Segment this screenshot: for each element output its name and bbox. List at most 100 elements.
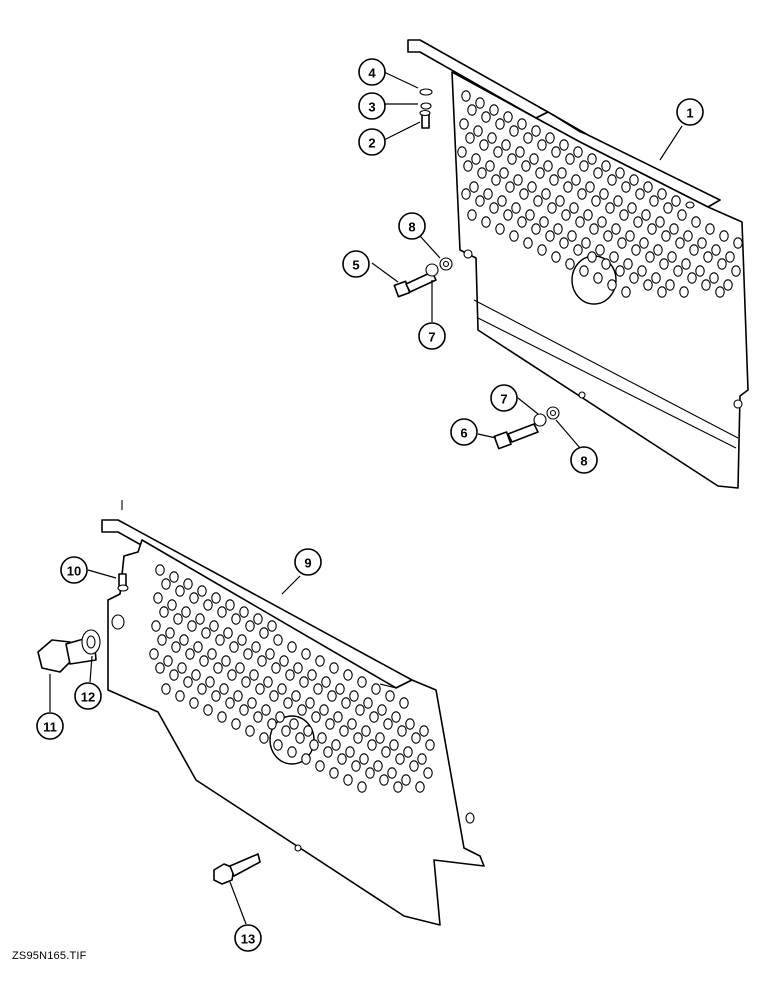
perforation-hole	[315, 655, 325, 667]
perforation-hole	[605, 202, 615, 214]
perforation-hole	[517, 118, 527, 130]
perforation-hole	[207, 648, 217, 660]
perforation-hole	[675, 237, 685, 249]
perforation-hole	[601, 160, 611, 172]
svg-text:5: 5	[352, 258, 359, 273]
perforation-hole	[645, 251, 655, 263]
perforation-hole	[703, 251, 713, 263]
perforation-hole	[399, 697, 409, 709]
perforation-hole	[335, 683, 345, 695]
perforation-hole	[157, 634, 167, 646]
perforation-hole	[351, 760, 361, 772]
perforation-hole	[521, 160, 531, 172]
perforation-hole	[379, 774, 389, 786]
perforation-hole	[245, 725, 255, 737]
perforation-hole	[565, 153, 575, 165]
perforation-hole	[723, 279, 733, 291]
perforation-hole	[239, 606, 249, 618]
perforation-hole	[201, 627, 211, 639]
perforation-hole	[337, 753, 347, 765]
perforation-hole	[677, 209, 687, 221]
perforation-hole	[291, 690, 301, 702]
perforation-hole	[241, 676, 251, 688]
perforation-hole	[523, 237, 533, 249]
perforation-hole	[495, 118, 505, 130]
perforation-hole	[589, 223, 599, 235]
perforation-hole	[599, 188, 609, 200]
perforation-hole	[583, 209, 593, 221]
perforation-hole	[269, 690, 279, 702]
perforation-hole	[469, 181, 479, 193]
perforation-hole	[295, 732, 305, 744]
perforation-hole	[149, 648, 159, 660]
perforation-hole	[579, 160, 589, 172]
perforation-hole	[167, 599, 177, 611]
perforation-hole	[257, 655, 267, 667]
perforation-hole	[211, 592, 221, 604]
perforation-hole	[259, 732, 269, 744]
perforation-hole	[551, 146, 561, 158]
perforation-hole	[161, 683, 171, 695]
perforation-hole	[343, 774, 353, 786]
callout-7-lower: 7	[490, 384, 518, 412]
perforation-hole	[461, 90, 471, 102]
perforation-hole	[549, 174, 559, 186]
svg-text:3: 3	[368, 100, 375, 115]
perforation-hole	[285, 669, 295, 681]
perforation-hole	[679, 286, 689, 298]
perforation-hole	[511, 202, 521, 214]
perforation-hole	[279, 655, 289, 667]
perforation-hole	[639, 237, 649, 249]
perforation-hole	[195, 613, 205, 625]
perforation-hole	[585, 181, 595, 193]
perforation-hole	[701, 279, 711, 291]
svg-text:8: 8	[408, 220, 415, 235]
perforation-hole	[459, 118, 469, 130]
svg-text:6: 6	[460, 426, 467, 441]
perforation-hole	[507, 153, 517, 165]
perforation-hole	[235, 662, 245, 674]
perforation-hole	[481, 111, 491, 123]
perforation-hole	[629, 174, 639, 186]
perforation-hole	[415, 781, 425, 793]
perforation-hole	[551, 251, 561, 263]
perforation-hole	[317, 732, 327, 744]
upper-shield-panel	[407, 39, 749, 489]
perforation-hole	[233, 690, 243, 702]
svg-text:9: 9	[304, 556, 311, 571]
perforation-hole	[457, 146, 467, 158]
perforation-hole	[635, 188, 645, 200]
perforation-hole	[387, 767, 397, 779]
perforation-hole	[465, 132, 475, 144]
perforation-hole	[303, 725, 313, 737]
perforation-hole	[621, 181, 631, 193]
perforation-hole	[565, 258, 575, 270]
perforation-hole	[357, 676, 367, 688]
perforation-hole	[619, 209, 629, 221]
perforation-hole	[395, 753, 405, 765]
perforation-hole	[595, 244, 605, 256]
perforation-hole	[163, 655, 173, 667]
perforation-hole	[575, 216, 585, 228]
perforation-hole	[667, 251, 677, 263]
perforation-hole	[369, 711, 379, 723]
perforation-hole	[331, 739, 341, 751]
perforation-hole	[607, 174, 617, 186]
perforation-hole	[225, 697, 235, 709]
upper-shield-perforations	[457, 90, 743, 298]
perforation-hole	[225, 599, 235, 611]
perforation-hole	[305, 697, 315, 709]
perforation-hole	[475, 195, 485, 207]
perforation-hole	[313, 683, 323, 695]
perforation-hole	[527, 181, 537, 193]
perforation-hole	[559, 237, 569, 249]
perforation-hole	[491, 174, 501, 186]
svg-text:8: 8	[580, 454, 587, 469]
perforation-hole	[321, 676, 331, 688]
perforation-hole	[673, 265, 683, 277]
callout-10: 10	[60, 556, 88, 584]
callout-2: 2	[358, 128, 386, 156]
perforation-hole	[715, 286, 725, 298]
perforation-hole	[509, 230, 519, 242]
perforation-hole	[643, 181, 653, 193]
